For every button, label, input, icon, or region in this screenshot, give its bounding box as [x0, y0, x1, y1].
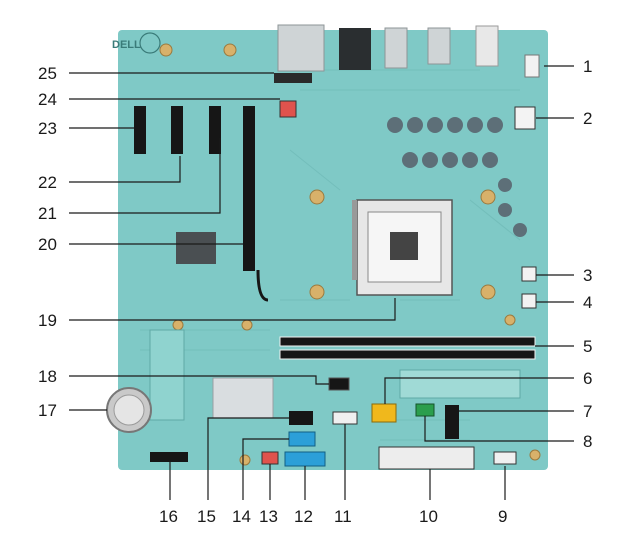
sata-connector-15 [289, 411, 313, 425]
callout-labels: 1 2 3 4 5 6 7 8 9 10 11 12 13 14 15 16 1… [38, 57, 592, 526]
header-24 [279, 100, 297, 118]
sata-connector-6 [371, 403, 397, 423]
callout-23: 23 [38, 119, 57, 138]
sata-connector-18 [328, 377, 350, 391]
callout-lines [69, 65, 574, 500]
dell-logo: DELL [112, 32, 161, 54]
callout-20: 20 [38, 235, 57, 254]
motherboard: DELL [106, 24, 548, 470]
callout-22: 22 [38, 173, 57, 192]
callout-12: 12 [294, 507, 313, 526]
m2-ssd-slot [150, 452, 188, 462]
svg-text:DELL: DELL [112, 39, 141, 51]
sata-connector-11 [332, 411, 358, 425]
m2-area [149, 329, 185, 421]
callout-6: 6 [583, 369, 592, 388]
m2-wlan-slot [445, 405, 459, 439]
header-25 [274, 73, 312, 83]
callout-4: 4 [583, 293, 592, 312]
coin-cell-battery [106, 387, 152, 433]
callout-3: 3 [583, 266, 592, 285]
callout-21: 21 [38, 204, 57, 223]
pcie-x16-slot-20 [243, 106, 255, 271]
fan-header-3 [521, 266, 537, 282]
cpu-socket [352, 199, 453, 296]
memory-slots [279, 336, 536, 360]
header-9 [493, 451, 517, 465]
usb-header-12 [284, 451, 326, 467]
board-traces [140, 69, 521, 441]
callout-13: 13 [259, 507, 278, 526]
pcie-x1-slot-23 [134, 106, 146, 154]
callout-7: 7 [583, 402, 592, 421]
lower-zone [399, 369, 521, 399]
callout-11: 11 [334, 507, 352, 526]
callout-16: 16 [159, 507, 178, 526]
callout-5: 5 [583, 337, 592, 356]
pcie-x1-slot-21 [209, 106, 221, 154]
callout-15: 15 [197, 507, 216, 526]
callout-17: 17 [38, 401, 57, 420]
callout-10: 10 [419, 507, 438, 526]
fan-header-4 [521, 293, 537, 309]
header-8 [415, 403, 435, 417]
callout-25: 25 [38, 64, 57, 83]
sata-connector-14 [288, 431, 316, 447]
header-13 [261, 451, 279, 465]
cpu-power-connector [514, 106, 536, 130]
chipset [176, 232, 216, 264]
vrm-capacitors [387, 117, 527, 237]
callout-2: 2 [583, 109, 592, 128]
mounting-holes [159, 43, 541, 466]
rear-io [277, 24, 540, 78]
callout-1: 1 [583, 57, 592, 76]
callout-19: 19 [38, 311, 57, 330]
callout-24: 24 [38, 90, 57, 109]
callout-9: 9 [498, 507, 507, 526]
callout-14: 14 [232, 507, 251, 526]
atx-power-10 [378, 446, 475, 470]
callout-8: 8 [583, 432, 592, 451]
pcie-x1-slot-22 [171, 106, 183, 154]
pcie-slots [134, 106, 269, 302]
board-pcb [118, 30, 548, 470]
heatsink [212, 377, 274, 419]
callout-18: 18 [38, 367, 57, 386]
